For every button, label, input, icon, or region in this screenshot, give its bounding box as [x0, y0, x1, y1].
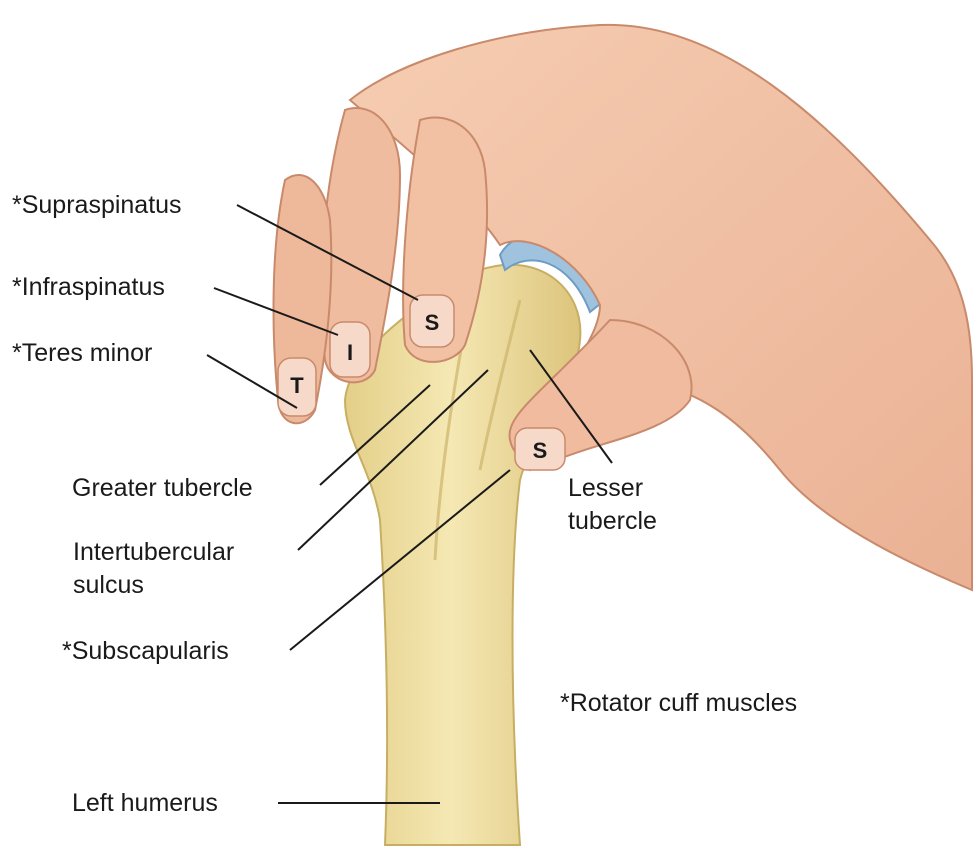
label-rotator-cuff-note: *Rotator cuff muscles — [560, 688, 797, 718]
label-infraspinatus: *Infraspinatus — [12, 272, 165, 302]
middle-nail-letter: I — [347, 340, 353, 365]
ring-nail-letter: T — [290, 373, 304, 398]
label-lesser-line1: Lesser — [568, 473, 643, 503]
index-nail-letter: S — [425, 310, 440, 335]
humerus-bone — [345, 265, 580, 845]
label-supraspinatus: *Supraspinatus — [12, 190, 182, 220]
label-greater-tubercle: Greater tubercle — [72, 473, 253, 503]
label-left-humerus: Left humerus — [72, 788, 218, 818]
label-intertubercular-line1: Intertubercular — [73, 537, 234, 567]
label-teres-minor: *Teres minor — [12, 338, 152, 368]
label-intertubercular-line2: sulcus — [73, 570, 144, 600]
label-lesser-line2: tubercle — [568, 506, 657, 536]
label-subscapularis: *Subscapularis — [62, 636, 229, 666]
thumb-nail-letter: S — [533, 438, 548, 463]
